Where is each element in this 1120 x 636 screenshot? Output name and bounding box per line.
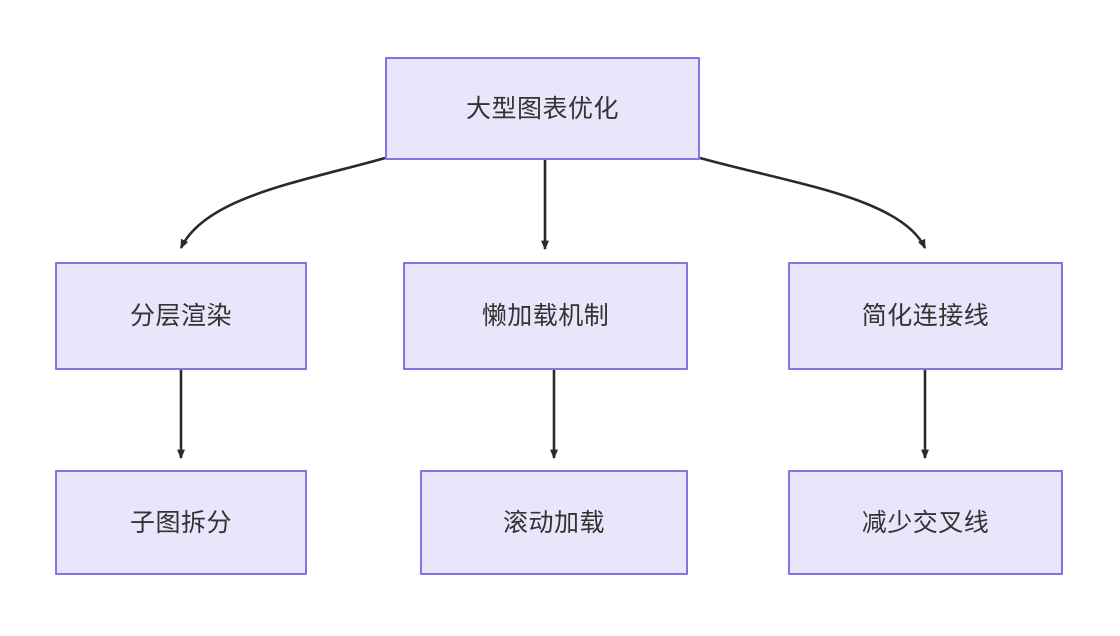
node-subgraph-split[interactable]: 子图拆分 bbox=[55, 470, 307, 575]
node-scroll-load[interactable]: 滚动加载 bbox=[420, 470, 688, 575]
node-scroll-load-label: 滚动加载 bbox=[502, 508, 605, 537]
node-simplify-links-label: 简化连接线 bbox=[861, 302, 990, 330]
node-lazy-load[interactable]: 懒加载机制 bbox=[403, 262, 688, 370]
node-lazy-load-label: 懒加载机制 bbox=[481, 302, 610, 330]
edge-root-to-simplify-links bbox=[699, 156, 927, 249]
node-root[interactable]: 大型图表优化 bbox=[385, 57, 700, 160]
node-reduce-crossings-label: 减少交叉线 bbox=[861, 508, 990, 537]
node-root-label: 大型图表优化 bbox=[465, 94, 619, 123]
node-layered-render[interactable]: 分层渲染 bbox=[55, 262, 307, 370]
node-layered-render-label: 分层渲染 bbox=[129, 302, 232, 330]
edge-root-to-layered-render bbox=[179, 156, 386, 249]
node-reduce-crossings[interactable]: 减少交叉线 bbox=[788, 470, 1063, 575]
node-simplify-links[interactable]: 简化连接线 bbox=[788, 262, 1063, 370]
node-subgraph-split-label: 子图拆分 bbox=[129, 508, 232, 537]
